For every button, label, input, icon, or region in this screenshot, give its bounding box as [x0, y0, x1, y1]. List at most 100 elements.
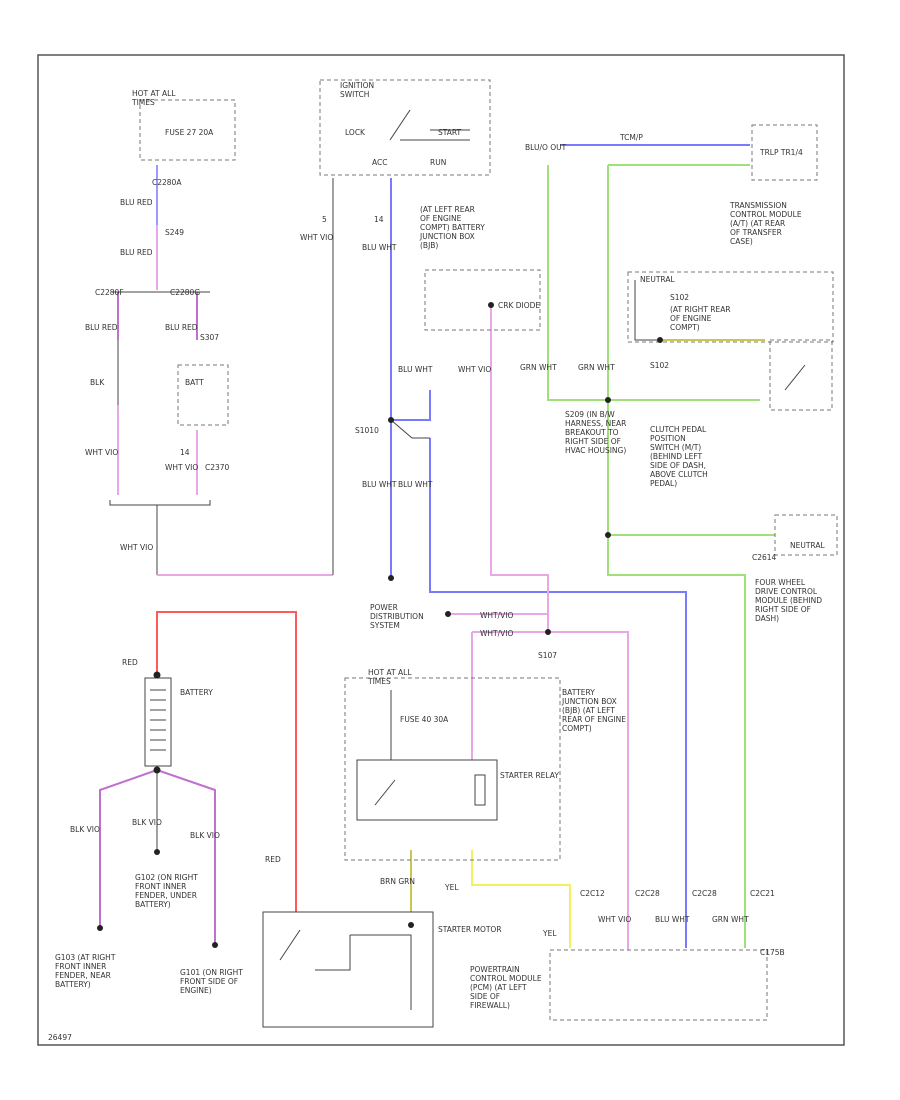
label-wht-vio-4: WHT VIO — [300, 233, 333, 242]
label-starter-relay: STARTER RELAY — [500, 771, 559, 780]
wire-blu-wht-ign — [390, 178, 431, 421]
pcm-box — [549, 949, 768, 1021]
label-pin14-ign: 14 — [374, 215, 384, 224]
label-fuse27: FUSE 27 20A — [165, 128, 214, 137]
ignition-switch-box — [319, 79, 491, 176]
label-c2280f: C2280F — [95, 288, 124, 297]
label-blu-wht-4: BLU WHT — [398, 480, 433, 489]
label-run: RUN — [430, 158, 446, 167]
label-acc: ACC — [372, 158, 387, 167]
label-pin14: 14 — [180, 448, 190, 457]
label-wht-vio-3: WHT VIO — [120, 543, 153, 552]
ground-g101 — [212, 942, 218, 948]
wire-wht-vio-crk — [490, 305, 549, 632]
label-wht-vio-5: WHT VIO — [458, 365, 491, 374]
label-grn-wht-1: GRN WHT — [520, 363, 557, 372]
label-blu-red-1: BLU RED — [120, 198, 153, 207]
splice-s1010 — [388, 417, 394, 423]
battery-symbol — [144, 677, 172, 767]
splice-pds — [388, 575, 394, 581]
label-c2c12: C2C12 — [580, 889, 605, 898]
label-blu-out: BLU/O OUT — [525, 143, 567, 152]
clutch-switch-contact — [784, 364, 806, 391]
splice-starter — [408, 922, 414, 928]
ground-g103 — [97, 925, 103, 931]
bjb-main-box — [344, 677, 561, 861]
wire-wht-vio-left — [117, 405, 198, 495]
tcm-box — [751, 124, 818, 181]
wire-pds-link — [448, 613, 549, 632]
label-yel-2: YEL — [542, 929, 557, 938]
label-start: START — [438, 128, 462, 137]
wire-wht-vio-s107 — [548, 631, 629, 950]
label-wht-vio-7: WHT/VIO — [480, 629, 514, 638]
wire-s1010-split — [390, 419, 430, 439]
label-blu-red-2: BLU RED — [120, 248, 153, 257]
splice-s107 — [545, 629, 551, 635]
starter-relay-contact — [374, 774, 486, 806]
label-blk-vio-1: BLK VIO — [70, 825, 100, 834]
label-pin5: 5 — [322, 215, 327, 224]
label-s307: S307 — [200, 333, 219, 342]
wire-s102-thin — [634, 280, 660, 341]
label-neutral: NEUTRAL — [790, 541, 825, 550]
starter-relay-box — [356, 759, 498, 821]
label-blu-wht-1: BLU WHT — [362, 243, 397, 252]
splice-crk — [488, 302, 494, 308]
wire-cid-bracket — [109, 500, 211, 575]
label-s1010: S1010 — [355, 426, 379, 435]
label-grn-wht-2: GRN WHT — [578, 363, 615, 372]
label-c2c28b: C2C28 — [692, 889, 717, 898]
label-blu-wht-2: BLU WHT — [398, 365, 433, 374]
label-blu-wht-3: BLU WHT — [362, 480, 397, 489]
bjb-crk-box — [424, 269, 541, 331]
label-crk-diode: CRK DIODE — [498, 301, 540, 310]
label-c2280a: C2280A — [152, 178, 182, 187]
s102-box — [627, 271, 834, 343]
starter-motor-internal — [279, 929, 412, 1010]
neutral-box — [774, 514, 838, 556]
splice-battery-top — [153, 671, 161, 679]
wire-yel — [471, 850, 571, 948]
splice-s209 — [605, 397, 611, 403]
label-wht-vio-6: WHT/VIO — [480, 611, 514, 620]
cid-box — [177, 364, 229, 426]
label-red-2: RED — [265, 855, 281, 864]
label-brn-grn: BRN GRN — [380, 877, 415, 886]
splice-pds-link — [445, 611, 451, 617]
wire-blk-vio-grounds — [99, 769, 216, 945]
label-grn-wht-3: GRN WHT — [712, 915, 749, 924]
label-s102-2: S102 — [650, 361, 669, 370]
wire-grn-wht-tcm — [607, 165, 746, 948]
label-blk-vio-3: BLK VIO — [190, 831, 220, 840]
label-red-1: RED — [122, 658, 138, 667]
diagram-frame — [37, 54, 845, 1046]
label-blk-vio-2: BLK VIO — [132, 818, 162, 827]
clutch-switch-box — [769, 339, 833, 411]
label-blk: BLK — [90, 378, 105, 387]
splice-battery-bottom — [153, 766, 161, 774]
label-batt: BATT — [185, 378, 204, 387]
sjb-box — [139, 99, 236, 161]
wire-grn-wht-s209 — [547, 165, 608, 401]
label-c2280g: C2280G — [170, 288, 200, 297]
splice-s102 — [657, 337, 663, 343]
label-lock: LOCK — [345, 128, 366, 137]
label-tcm-box: TRLP TR1/4 — [759, 148, 803, 157]
starter-motor-box — [262, 911, 434, 1028]
ground-g102 — [154, 849, 160, 855]
